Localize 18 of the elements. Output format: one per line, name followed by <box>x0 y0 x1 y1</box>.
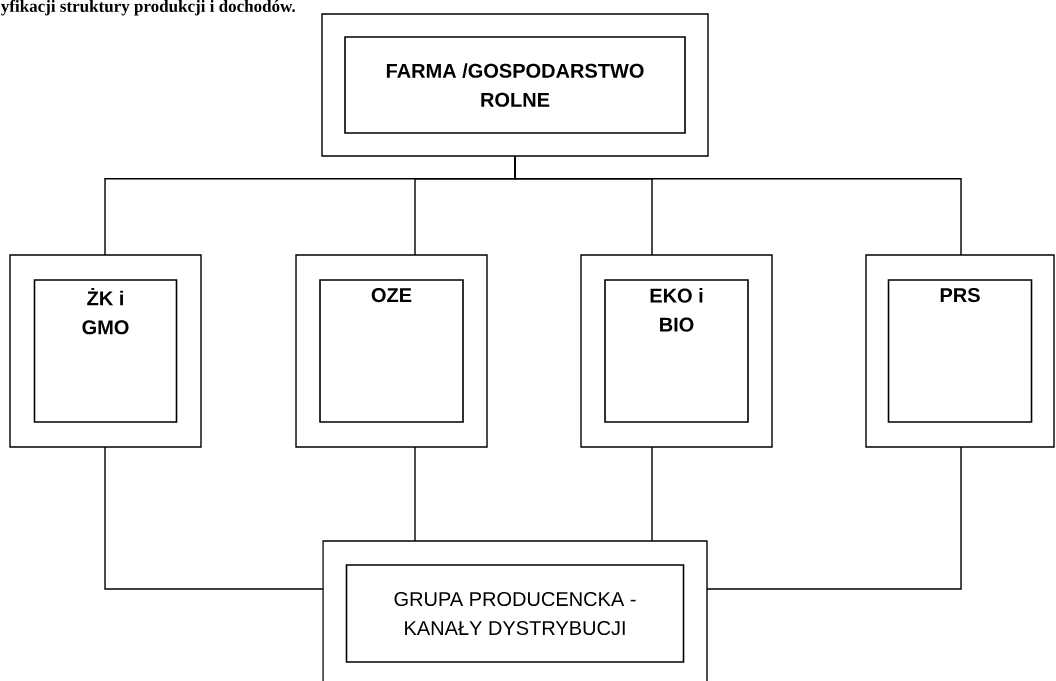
frame-box <box>321 13 709 157</box>
connector-line <box>514 156 962 256</box>
label-box: FARMA /GOSPODARSTWO ROLNE <box>344 36 686 134</box>
connector-line <box>706 446 962 590</box>
heading: yfikacji struktury produkcji i dochodów. <box>1 0 295 16</box>
label-box: ŻK i GMO <box>33 279 178 423</box>
connector-line <box>104 446 324 590</box>
label-box: GRUPA PRODUCENCKA - KANAŁY DYSTRYBUCJI <box>345 564 685 663</box>
frame-box <box>322 540 708 681</box>
frame-box <box>9 254 202 448</box>
frame-box <box>295 254 488 448</box>
label-box: OZE <box>319 279 464 423</box>
frame-box <box>865 254 1055 448</box>
frame-box <box>580 254 773 448</box>
connector-line <box>651 446 653 542</box>
label-box: PRS <box>887 279 1033 423</box>
connector-line <box>414 446 416 542</box>
label-box: EKO i BIO <box>604 279 749 423</box>
